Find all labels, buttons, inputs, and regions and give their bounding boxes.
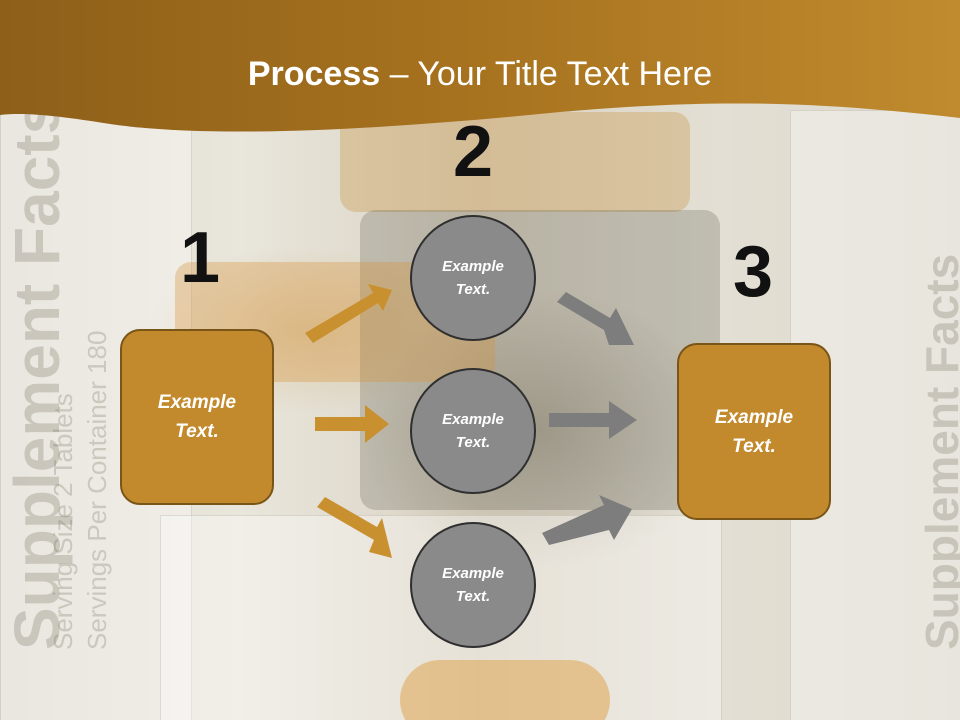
arrow-left-to-bottom (317, 497, 392, 558)
bg-bottle-cap-top (340, 112, 690, 212)
title-rest: Your Title Text Here (417, 55, 713, 93)
circle-middle-text: Example Text. (428, 408, 518, 454)
step-number-1: 1 (179, 218, 221, 298)
circle-top[interactable]: Example Text. (410, 215, 536, 341)
title-band (0, 0, 960, 132)
circle-middle-line-2: Text. (455, 434, 491, 451)
arrow-left-to-middle (315, 405, 389, 443)
circle-middle[interactable]: Example Text. (410, 368, 536, 494)
circle-top-text: Example Text. (428, 255, 518, 301)
left-box-line-2: Text. (175, 421, 219, 442)
circle-bottom-text: Example Text. (428, 562, 518, 608)
circle-top-line-1: Example (442, 258, 504, 275)
circle-bottom-line-2: Text. (455, 588, 491, 605)
title-bold: Process (247, 55, 381, 93)
left-box[interactable]: Example Text. (120, 329, 274, 505)
circle-top-line-2: Text. (455, 281, 491, 298)
arrow-middle-to-right (549, 401, 637, 439)
right-box-line-1: Example (714, 406, 794, 428)
right-box[interactable]: Example Text. (677, 343, 831, 520)
circle-bottom[interactable]: Example Text. (410, 522, 536, 648)
bg-capsule (400, 660, 610, 720)
circle-middle-line-1: Example (442, 411, 504, 428)
arrow-bottom-to-right (542, 495, 632, 545)
arrow-left-to-top (305, 284, 392, 343)
step-number-3: 3 (732, 232, 774, 312)
left-box-text: Example Text. (142, 388, 252, 446)
right-box-line-2: Text. (732, 435, 776, 457)
slide-title: Process – Your Title Text Here (0, 52, 960, 96)
circle-bottom-line-1: Example (442, 565, 504, 582)
step-number-2: 2 (452, 112, 494, 192)
left-box-line-1: Example (157, 392, 237, 413)
title-separator: – (380, 55, 418, 93)
arrow-top-to-right (557, 292, 634, 345)
right-box-text: Example Text. (699, 403, 809, 461)
